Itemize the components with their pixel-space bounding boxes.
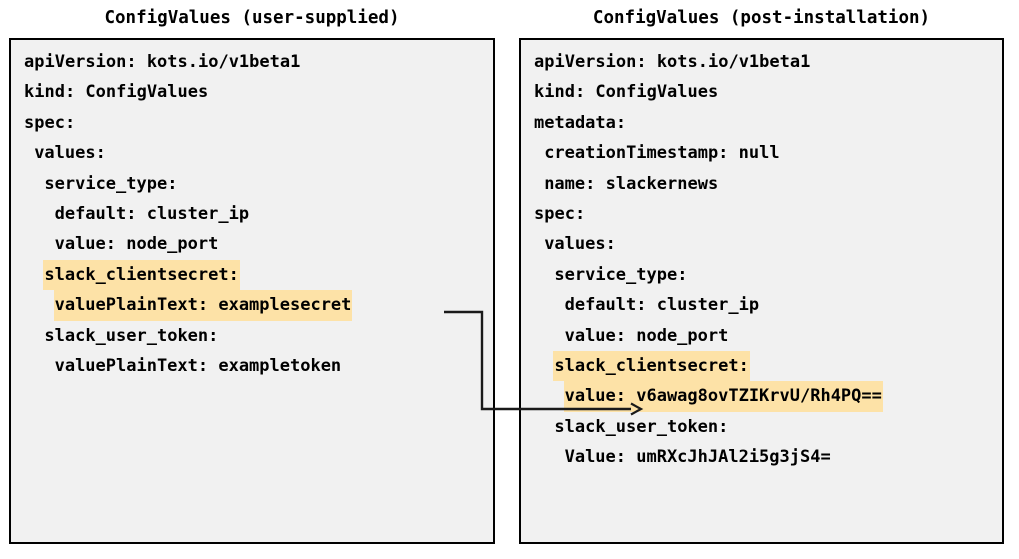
yaml-line: name: slackernews [533,169,1000,199]
yaml-line-text: values: [34,143,106,164]
yaml-line: valuePlainText: exampletoken [23,351,491,381]
yaml-line-text: service_type: [554,264,688,285]
yaml-line-text: slack_user_token: [44,325,219,346]
yaml-line-text: value: node_port [564,325,729,346]
yaml-line: spec: [533,199,1000,229]
yaml-line: values: [533,229,1000,259]
yaml-line-text: value: node_port [54,234,219,255]
yaml-line-text: service_type: [44,173,178,194]
yaml-line: slack_clientsecret: [533,350,1000,382]
yaml-line: slack_user_token: [23,321,491,351]
yaml-line-text: valuePlainText: examplesecret [53,290,353,321]
yaml-line-text: default: cluster_ip [54,203,250,224]
panel-title-post-installation: ConfigValues (post-installation) [592,8,931,28]
yaml-line-text: values: [544,234,616,255]
yaml-line: creationTimestamp: null [533,138,1000,168]
yaml-line: value: v6awag8ovTZIKrvU/Rh4PQ== [533,381,1000,412]
yaml-line-text: valuePlainText: exampletoken [54,355,342,376]
yaml-line: kind: ConfigValues [23,77,491,107]
yaml-line: values: [23,138,491,168]
panel-title-user-supplied: ConfigValues (user-supplied) [104,8,400,28]
yaml-line: Value: umRXcJhJAl2i5g3jS4= [533,442,1000,472]
config-values-post-installation-panel: apiVersion: kots.io/v1beta1 kind: ConfigV… [519,38,1004,544]
yaml-line-text: default: cluster_ip [564,295,760,316]
yaml-line: kind: ConfigValues [533,77,1000,107]
yaml-line: slack_clientsecret: [23,259,491,291]
yaml-line-text: slack_clientsecret: [43,259,240,291]
yaml-line: value: node_port [533,321,1000,351]
yaml-line: value: node_port [23,229,491,259]
yaml-line: apiVersion: kots.io/v1beta1 [23,47,491,77]
yaml-line-text: slack_user_token: [554,416,729,437]
yaml-line: default: cluster_ip [23,199,491,229]
yaml-line: spec: [23,108,491,138]
yaml-line-text: kind: ConfigValues [24,82,209,103]
yaml-line-text: value: v6awag8ovTZIKrvU/Rh4PQ== [563,381,883,412]
yaml-line-text: creationTimestamp: null [544,143,780,164]
yaml-line-text: metadata: [534,112,627,133]
yaml-line: apiVersion: kots.io/v1beta1 [533,47,1000,77]
yaml-line-text: name: slackernews [544,173,719,194]
yaml-line: metadata: [533,108,1000,138]
yaml-line-text: apiVersion: kots.io/v1beta1 [534,52,811,72]
yaml-line-text: spec: [534,203,586,224]
yaml-line-text: slack_clientsecret: [553,350,750,382]
yaml-line: valuePlainText: examplesecret [23,290,491,321]
yaml-line-text: Value: umRXcJhJAl2i5g3jS4= [564,447,831,468]
yaml-code-block-post-installation: apiVersion: kots.io/v1beta1 kind: ConfigV… [533,47,1000,472]
yaml-line-text: spec: [24,112,76,133]
yaml-line: default: cluster_ip [533,290,1000,320]
yaml-line: service_type: [533,260,1000,290]
yaml-code-block-user-supplied: apiVersion: kots.io/v1beta1 kind: ConfigV… [23,47,491,381]
yaml-line: service_type: [23,169,491,199]
yaml-line-text: kind: ConfigValues [534,82,719,103]
yaml-line-text: apiVersion: kots.io/v1beta1 [24,52,301,72]
config-values-user-supplied-panel: apiVersion: kots.io/v1beta1 kind: ConfigV… [9,38,495,544]
yaml-line: slack_user_token: [533,412,1000,442]
